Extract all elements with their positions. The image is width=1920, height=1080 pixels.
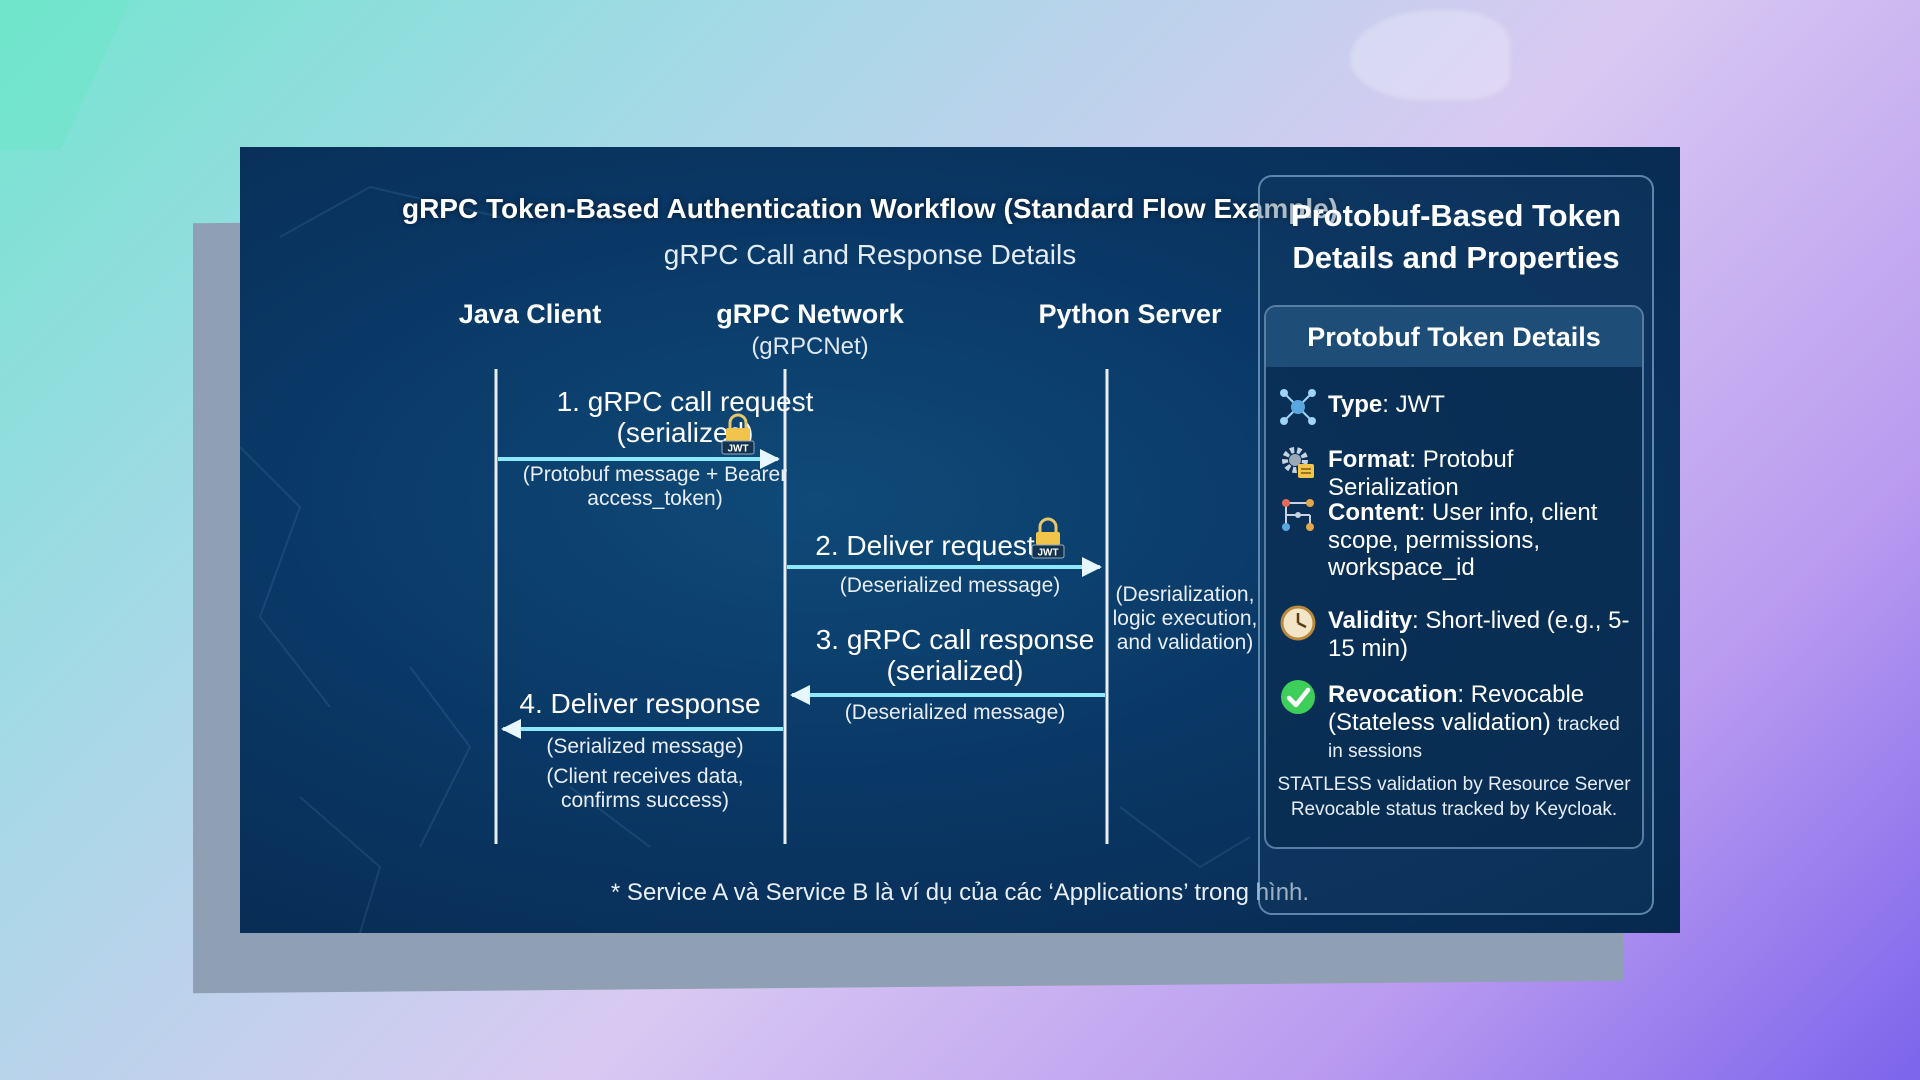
footnote: * Service A và Service B là ví dụ của cá…: [610, 879, 1310, 906]
step-1-detail: (Protobuf message + Bearer access_token): [522, 463, 788, 511]
detail-key: Content: [1328, 499, 1419, 526]
jwt-lock-icon: JWT: [1030, 517, 1065, 564]
step-2-title: 2. Deliver request: [815, 530, 1035, 561]
clock-icon: [1278, 603, 1318, 643]
diagram-slide: gRPC Token-Based Authentication Workflow…: [240, 147, 1680, 933]
svg-text:JWT: JWT: [727, 444, 748, 455]
nodes-icon: [1278, 495, 1318, 535]
detail-value: Protobuf Serialization: [1328, 446, 1514, 501]
checkmark-icon: [1278, 677, 1318, 717]
background-network-lines: [240, 185, 1251, 933]
step-4-detail: (Serialized message): [546, 735, 744, 758]
detail-value: Revocable (Stateless validation): [1328, 681, 1585, 736]
diagram-subtitle: gRPC Call and Response Details: [663, 239, 1077, 270]
background-shape: [1350, 10, 1510, 100]
step-4-extra: (Client receives data, confirms success): [546, 765, 744, 813]
jwt-lock-icon: JWT: [720, 413, 755, 460]
lane-grpc-network: gRPC Network: [716, 299, 904, 329]
detail-value: User info, client scope, permissions, wo…: [1328, 499, 1598, 582]
step-2-detail: (Deserialized message): [839, 574, 1061, 597]
diagram-title: gRPC Token-Based Authentication Workflow…: [401, 193, 1338, 224]
token-footer-note: STATLESS validation by Resource Server R…: [1266, 773, 1642, 822]
background-shape: [0, 0, 140, 150]
gear-icon: [1278, 442, 1318, 482]
sequence-lines: [494, 369, 1109, 844]
lane-java-client: Java Client: [458, 299, 602, 329]
detail-value: JWT: [1395, 391, 1445, 418]
server-processing-note: (Desrialization, logic execution, and va…: [1112, 583, 1258, 655]
footer-line-2: Revocable status tracked by Keycloak.: [1290, 798, 1618, 820]
svg-text:JWT: JWT: [1037, 548, 1058, 559]
lane-grpc-network-sub: (gRPCNet): [751, 333, 869, 360]
detail-extra: tracked in sessions: [1328, 713, 1620, 763]
step-3-title: 3. gRPC call response (serialized): [815, 624, 1095, 686]
step-3-detail: (Deserialized message): [844, 701, 1066, 724]
detail-key: Revocation: [1328, 681, 1458, 708]
panel-title: Protobuf-Based Token Details and Propert…: [1290, 198, 1622, 275]
lane-python-server: Python Server: [1038, 299, 1222, 329]
network-icon: [1278, 387, 1318, 427]
detail-key: Validity: [1328, 607, 1413, 634]
footer-line-1: STATLESS validation by Resource Server: [1277, 774, 1631, 795]
step-1-title: 1. gRPC call request (serialized): [556, 386, 814, 448]
step-4-title: 4. Deliver response: [519, 688, 761, 719]
token-details-box: Protobuf Token Details Type: JWT: [1264, 305, 1644, 849]
detail-key: Type: [1328, 391, 1383, 418]
detail-key: Format: [1328, 446, 1410, 473]
token-details-panel: Protobuf-Based Token Details and Propert…: [1258, 175, 1654, 915]
token-details-heading: Protobuf Token Details: [1266, 307, 1642, 367]
detail-value: Short-lived (e.g., 5-15 min): [1328, 607, 1630, 662]
